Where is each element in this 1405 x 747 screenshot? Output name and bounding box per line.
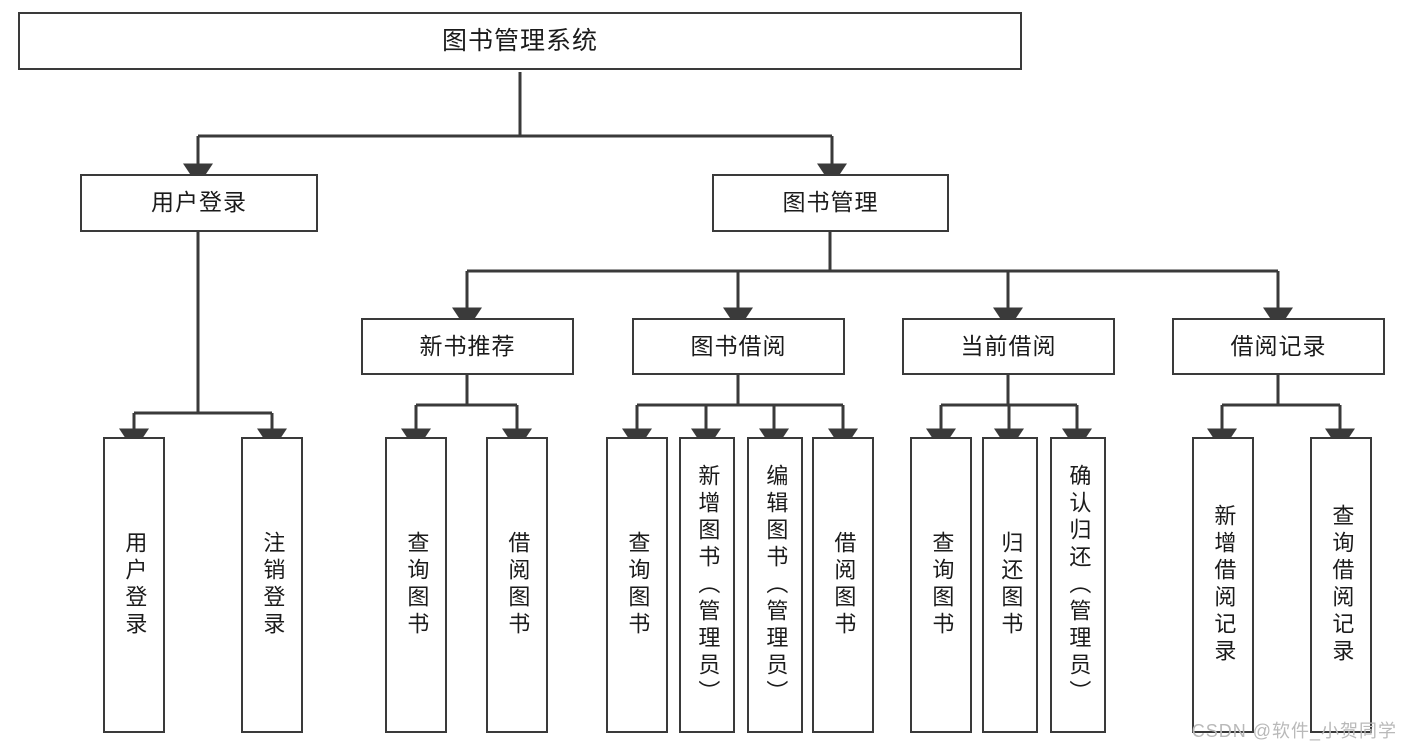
leaf-label: 查询图书 — [929, 531, 955, 639]
node-borrow-record[interactable]: 借阅记录 — [1172, 318, 1385, 375]
leaf-record-query-record[interactable]: 查询借阅记录 — [1310, 437, 1372, 733]
leaf-label: 借阅图书 — [505, 531, 531, 639]
leaf-newbook-borrow-book[interactable]: 借阅图书 — [486, 437, 548, 733]
leaf-user-login-login[interactable]: 用户登录 — [103, 437, 165, 733]
node-current-borrow[interactable]: 当前借阅 — [902, 318, 1115, 375]
leaf-label: 查询图书 — [404, 531, 430, 639]
leaf-label: 编辑图书（管理员） — [763, 463, 789, 707]
leaf-borrow-query-book[interactable]: 查询图书 — [606, 437, 668, 733]
leaf-label: 注销登录 — [260, 531, 286, 639]
leaf-newbook-query-book[interactable]: 查询图书 — [385, 437, 447, 733]
node-book-manage[interactable]: 图书管理 — [712, 174, 949, 232]
leaf-borrow-borrow-book[interactable]: 借阅图书 — [812, 437, 874, 733]
node-root-system[interactable]: 图书管理系统 — [18, 12, 1022, 70]
leaf-borrow-add-book-admin[interactable]: 新增图书（管理员） — [679, 437, 735, 733]
leaf-user-login-logout[interactable]: 注销登录 — [241, 437, 303, 733]
node-user-login[interactable]: 用户登录 — [80, 174, 318, 232]
leaf-record-add-record[interactable]: 新增借阅记录 — [1192, 437, 1254, 733]
leaf-label: 查询图书 — [625, 531, 651, 639]
leaf-label: 用户登录 — [122, 531, 148, 639]
leaf-borrow-edit-book-admin[interactable]: 编辑图书（管理员） — [747, 437, 803, 733]
leaf-current-return-book[interactable]: 归还图书 — [982, 437, 1038, 733]
node-new-book-recommend[interactable]: 新书推荐 — [361, 318, 574, 375]
leaf-current-query-book[interactable]: 查询图书 — [910, 437, 972, 733]
leaf-label: 归还图书 — [998, 531, 1024, 639]
leaf-current-confirm-return-admin[interactable]: 确认归还（管理员） — [1050, 437, 1106, 733]
csdn-watermark: CSDN @软件_小贺同学 — [1191, 721, 1397, 741]
leaf-label: 新增借阅记录 — [1211, 504, 1237, 666]
node-book-borrow[interactable]: 图书借阅 — [632, 318, 845, 375]
leaf-label: 确认归还（管理员） — [1066, 463, 1092, 707]
leaf-label: 借阅图书 — [831, 531, 857, 639]
leaf-label: 查询借阅记录 — [1329, 504, 1355, 666]
leaf-label: 新增图书（管理员） — [695, 463, 721, 707]
